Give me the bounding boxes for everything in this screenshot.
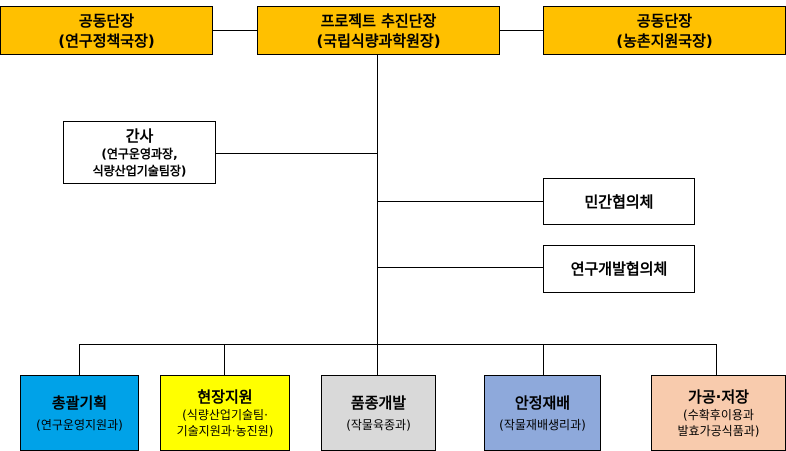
- connector-team-5: [716, 344, 717, 375]
- project-director-title: 프로젝트 추진단장: [320, 11, 437, 30]
- team-processing-title: 가공·저장: [688, 388, 749, 406]
- team-processing-sub-2: 발효가공식품과): [677, 424, 760, 438]
- team-cultivation-box: 안정재배 (작물재배생리과): [484, 375, 601, 451]
- co-director-left-title: 공동단장: [78, 11, 135, 30]
- co-director-right-box: 공동단장 (농촌지원국장): [543, 6, 786, 55]
- team-field-support-sub-2: 기술지원과·농진원): [176, 424, 274, 438]
- connector-team-3: [377, 344, 378, 375]
- co-director-right-title: 공동단장: [636, 11, 693, 30]
- connector-rnd: [377, 267, 543, 268]
- private-council-label: 민간협의체: [584, 192, 654, 211]
- team-planning-box: 총괄기획 (연구운영지원과): [20, 375, 139, 451]
- secretary-box: 간사 (연구운영과장, 식량산업기술팀장): [63, 121, 216, 184]
- co-director-right-sub: (농촌지원국장): [616, 31, 713, 50]
- rnd-council-label: 연구개발협의체: [570, 260, 668, 278]
- connector-trunk: [377, 55, 378, 344]
- team-cultivation-sub: (작물재배생리과): [499, 418, 586, 432]
- connector-team-1: [79, 344, 80, 375]
- project-director-sub: (국립식량과학원장): [316, 31, 441, 50]
- team-breeding-sub: (작물육종과): [346, 418, 411, 432]
- team-breeding-title: 품종개발: [350, 394, 407, 412]
- connector-teams-bus: [79, 344, 717, 345]
- project-director-box: 프로젝트 추진단장 (국립식량과학원장): [257, 6, 500, 55]
- team-planning-title: 총괄기획: [51, 394, 108, 412]
- connector-top-left: [213, 30, 257, 31]
- team-field-support-sub-1: (식량산업기술팀·: [182, 408, 268, 422]
- team-planning-sub: (연구운영지원과): [36, 418, 123, 432]
- connector-ganja: [216, 153, 377, 154]
- rnd-council-box: 연구개발협의체: [543, 245, 695, 293]
- private-council-box: 민간협의체: [543, 178, 695, 225]
- secretary-title: 간사: [125, 126, 154, 145]
- team-processing-box: 가공·저장 (수확후이용과 발효가공식품과): [651, 375, 786, 451]
- team-field-support-title: 현장지원: [197, 388, 253, 406]
- team-breeding-box: 품종개발 (작물육종과): [321, 375, 436, 451]
- team-field-support-box: 현장지원 (식량산업기술팀· 기술지원과·농진원): [160, 375, 290, 451]
- connector-top-right: [500, 30, 543, 31]
- secretary-sub-1: (연구운영과장,: [101, 146, 178, 161]
- team-processing-sub-1: (수확후이용과: [683, 408, 754, 422]
- connector-private: [377, 201, 543, 202]
- co-director-left-sub: (연구정책국장): [58, 31, 155, 50]
- secretary-sub-2: 식량산업기술팀장): [92, 163, 187, 178]
- connector-team-2: [224, 344, 225, 375]
- connector-team-4: [543, 344, 544, 375]
- co-director-left-box: 공동단장 (연구정책국장): [0, 6, 213, 55]
- team-cultivation-title: 안정재배: [514, 394, 571, 412]
